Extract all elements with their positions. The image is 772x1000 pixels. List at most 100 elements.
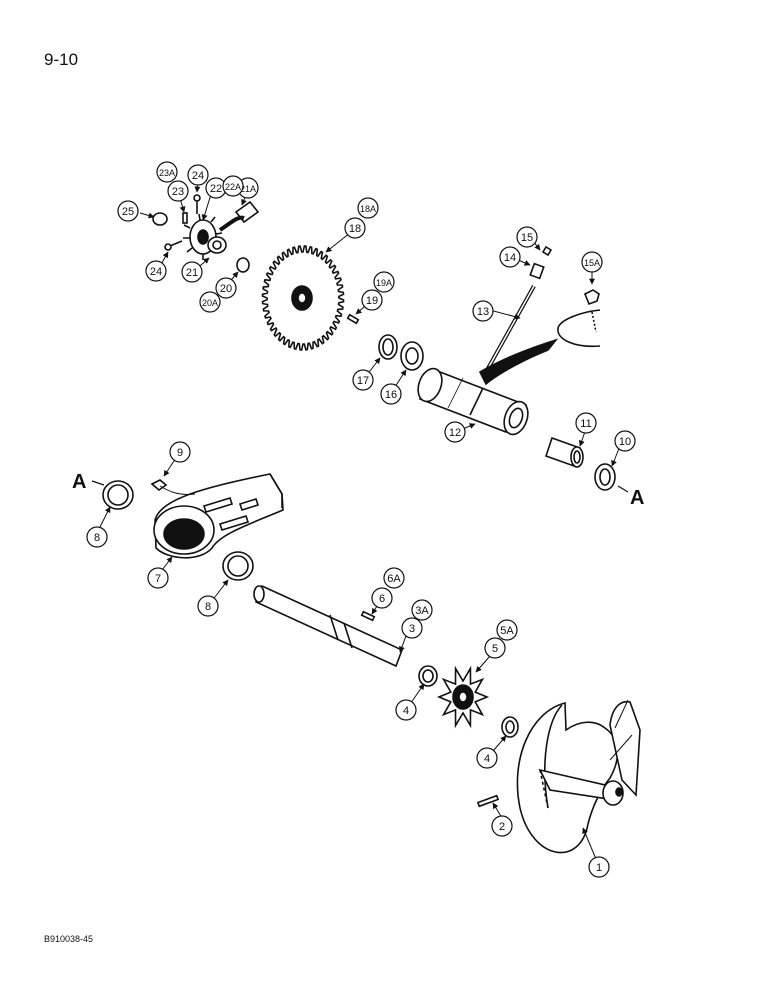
callout-label: 19 bbox=[366, 295, 378, 307]
callout-23-balloon: 23 bbox=[167, 180, 189, 202]
callout-label: 16 bbox=[385, 389, 397, 401]
pin-2-part bbox=[476, 794, 500, 808]
callout-label: 20 bbox=[220, 283, 232, 295]
callout-23a-balloon: 23A bbox=[156, 161, 178, 183]
bearing-11-part bbox=[544, 436, 584, 468]
callout-22a-balloon: 22A bbox=[222, 175, 244, 197]
bearing-21-part bbox=[207, 236, 227, 254]
callout-label: 8 bbox=[205, 601, 211, 613]
arm-7-part bbox=[153, 473, 284, 559]
callout-label: 18A bbox=[360, 204, 376, 214]
callout-8-balloon: 8 bbox=[86, 526, 108, 548]
fitting-9-part bbox=[150, 479, 196, 495]
callout-label: 20A bbox=[202, 298, 218, 308]
callout-label: 9 bbox=[177, 447, 183, 459]
callout-15a-balloon: 15A bbox=[581, 251, 603, 273]
callout-11-balloon: 11 bbox=[575, 412, 597, 434]
bearing-21a-part bbox=[218, 200, 260, 232]
callout-label: 13 bbox=[477, 306, 489, 318]
callout-label: 5A bbox=[500, 625, 514, 637]
callout-label: 12 bbox=[449, 427, 461, 439]
ring-4-left-part bbox=[418, 665, 438, 687]
callout-20a-balloon: 20A bbox=[199, 291, 221, 313]
callout-label: 15A bbox=[584, 258, 600, 268]
callout-label: 17 bbox=[357, 375, 369, 387]
callout-25-balloon: 25 bbox=[117, 200, 139, 222]
callout-label: 22A bbox=[225, 182, 241, 192]
callout-4-balloon: 4 bbox=[476, 747, 498, 769]
callout-label: 6 bbox=[379, 593, 385, 605]
callout-6-balloon: 6 bbox=[371, 587, 393, 609]
key-6-part bbox=[360, 610, 376, 622]
star-wheel-5-part bbox=[436, 665, 490, 729]
snap-ring-8-lower-part bbox=[222, 551, 254, 581]
shaft-3-part bbox=[253, 584, 404, 668]
callout-12-balloon: 12 bbox=[444, 421, 466, 443]
callout-3-balloon: 3 bbox=[401, 617, 423, 639]
auger-1-part bbox=[516, 699, 641, 854]
snap-ring-20-part bbox=[236, 257, 250, 273]
snap-ring-17-part bbox=[378, 334, 398, 360]
callout-7-balloon: 7 bbox=[147, 567, 169, 589]
key-19-part bbox=[346, 313, 360, 325]
ref-letter-a-right: A bbox=[630, 487, 644, 509]
ring-10-part bbox=[594, 463, 616, 491]
callout-label: 7 bbox=[155, 573, 161, 585]
callout-6a-balloon: 6A bbox=[383, 567, 405, 589]
snap-ring-8-upper-part bbox=[102, 480, 134, 510]
callout-label: 25 bbox=[122, 206, 134, 218]
bolt-24-top-part bbox=[193, 194, 201, 214]
callout-label: 21A bbox=[240, 184, 256, 194]
callout-label: 23 bbox=[172, 186, 184, 198]
callout-label: 22 bbox=[210, 183, 222, 195]
snap-ring-25-part bbox=[152, 212, 168, 226]
ref-letter-a-left: A bbox=[72, 471, 86, 493]
callout-3a-balloon: 3A bbox=[411, 599, 433, 621]
callout-16-balloon: 16 bbox=[380, 383, 402, 405]
ring-4-right-part bbox=[501, 716, 519, 738]
callout-17-balloon: 17 bbox=[352, 369, 374, 391]
callout-label: 6A bbox=[387, 573, 401, 585]
callout-label: 3 bbox=[409, 623, 415, 635]
fitting-14-part bbox=[529, 262, 545, 280]
callout-label: 24 bbox=[150, 266, 162, 278]
tube-detail-part bbox=[557, 309, 601, 348]
callout-layer: 1233A4455A66A788910111213141515A16171818… bbox=[86, 161, 636, 878]
callout-label: 1 bbox=[596, 862, 602, 874]
callout-21-balloon: 21 bbox=[181, 261, 203, 283]
tube-13-part bbox=[478, 285, 559, 386]
fitting-15a-part bbox=[583, 289, 600, 306]
callout-label: 19A bbox=[376, 278, 392, 288]
callout-4-balloon: 4 bbox=[395, 699, 417, 721]
callout-19-balloon: 19 bbox=[361, 289, 383, 311]
fitting-15-part bbox=[541, 245, 553, 257]
callout-label: 10 bbox=[619, 436, 631, 448]
callout-19a-balloon: 19A bbox=[373, 271, 395, 293]
callout-label: 11 bbox=[580, 418, 591, 430]
callout-label: 23A bbox=[159, 168, 175, 178]
callout-label: 8 bbox=[94, 532, 100, 544]
callout-1-balloon: 1 bbox=[588, 856, 610, 878]
callout-18-balloon: 18 bbox=[344, 217, 366, 239]
callout-20-balloon: 20 bbox=[215, 277, 237, 299]
callout-label: 2 bbox=[499, 821, 505, 833]
callout-label: 15 bbox=[521, 232, 533, 244]
tube-12-part bbox=[417, 367, 529, 436]
callout-5a-balloon: 5A bbox=[496, 619, 518, 641]
callout-24-balloon: 24 bbox=[187, 164, 209, 186]
callout-label: 4 bbox=[403, 705, 409, 717]
callout-8-balloon: 8 bbox=[197, 595, 219, 617]
callout-5-balloon: 5 bbox=[484, 637, 506, 659]
figure-code: B910038-45 bbox=[44, 934, 94, 944]
callout-10-balloon: 10 bbox=[614, 430, 636, 452]
bearing-16-part bbox=[400, 341, 424, 371]
callout-13-balloon: 13 bbox=[472, 300, 494, 322]
callout-label: 21 bbox=[186, 267, 198, 279]
large-sprocket-part bbox=[261, 245, 345, 351]
key-23-part bbox=[182, 212, 188, 224]
callout-18a-balloon: 18A bbox=[357, 197, 379, 219]
callout-24-balloon: 24 bbox=[145, 260, 167, 282]
callout-label: 14 bbox=[504, 252, 516, 264]
